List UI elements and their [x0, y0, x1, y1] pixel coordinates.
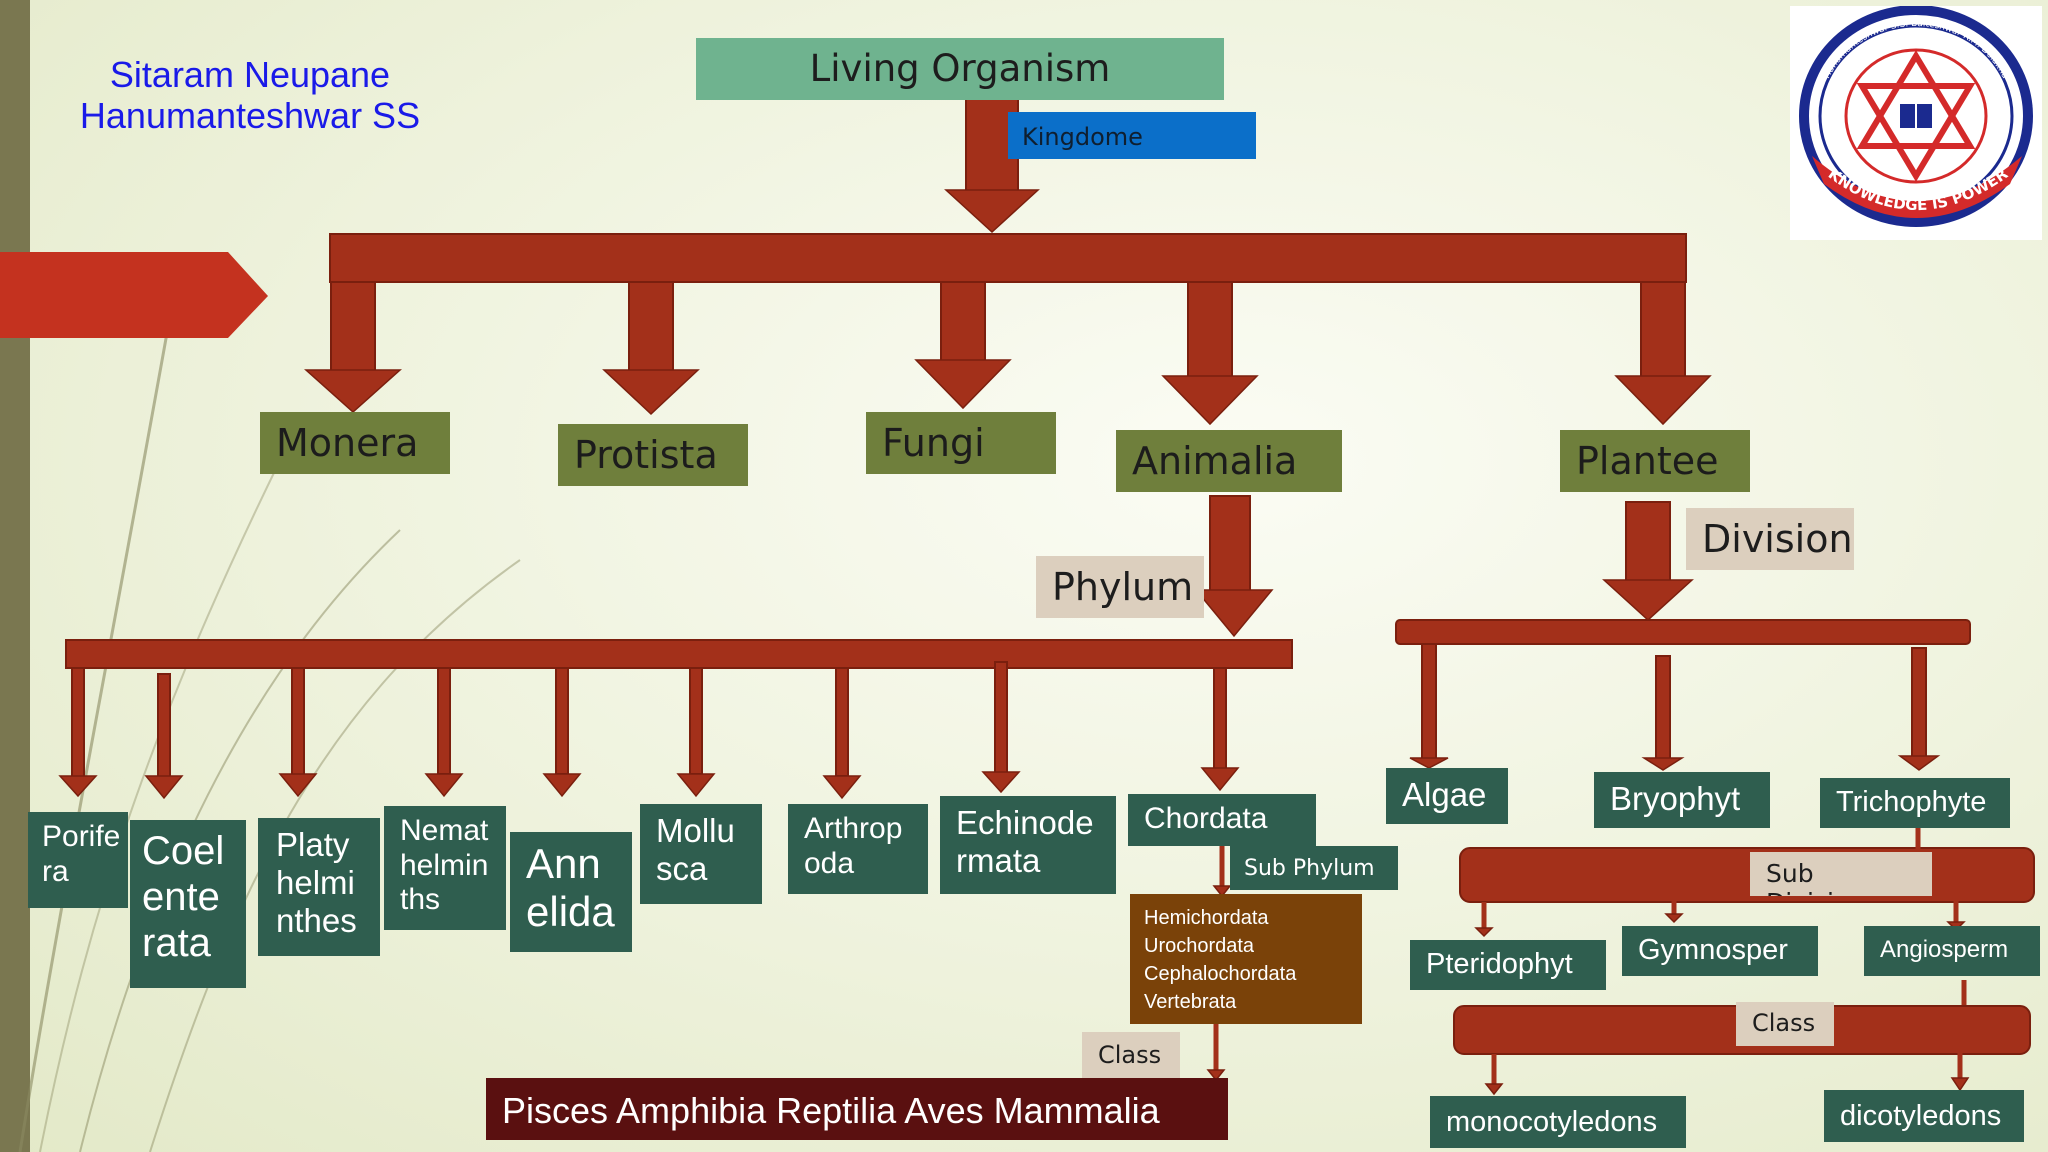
phylum-coelenterata: Coel ente rata: [130, 820, 246, 988]
root-node: Living Organism: [696, 38, 1224, 100]
division-arrows: [1409, 643, 1941, 771]
down-arrow: [1602, 501, 1694, 622]
kingdom-monera: Monera: [260, 412, 450, 474]
down-arrow: [1614, 281, 1712, 426]
sub-phyla-list: Hemichordata Urochordata Cephalochordata…: [1130, 894, 1362, 1024]
school-logo: KNOWLEDGE IS POWER Hanumanteshwar S.S. B…: [1790, 5, 2042, 240]
phylum-label: Phylum: [1036, 556, 1204, 618]
division-algae: Algae: [1386, 768, 1508, 824]
subdivision-connector-bar: [1459, 847, 2035, 903]
angio-class-label: Class: [1736, 1002, 1834, 1046]
phylum-arthropoda: Arthrop oda: [788, 804, 928, 894]
author-credit: Sitaram Neupane Hanumanteshwar SS: [70, 54, 430, 137]
phylum-chordata: Chordata: [1128, 794, 1316, 846]
phylum-echinodermata: Echinode rmata: [940, 796, 1116, 894]
kingdom-fungi: Fungi: [866, 412, 1056, 474]
kingdom-protista: Protista: [558, 424, 748, 486]
division-label: Division: [1686, 508, 1854, 570]
chordata-classes: Pisces Amphibia Reptilia Aves Mammalia: [486, 1078, 1228, 1140]
division-trichophyte: Trichophyte: [1820, 778, 2010, 828]
phylum-annelida: Ann elida: [510, 832, 632, 952]
phylum-arrows: [58, 661, 1240, 800]
class-monocotyledons: monocotyledons: [1430, 1096, 1686, 1148]
down-arrow: [1161, 281, 1259, 426]
phylum-nemathelminths: Nemat helmin ths: [384, 806, 506, 930]
sub-division-gymnosperm: Gymnosper m: [1622, 926, 1818, 976]
sub-division-label: Sub Division: [1750, 852, 1932, 896]
phylum-platyhelminthes: Platy helmi nthes: [258, 818, 380, 956]
phylum-mollusca: Mollu sca: [640, 804, 762, 904]
kingdom-connector-bar: [329, 233, 1687, 283]
phylum-porifera: Porife ra: [28, 812, 128, 908]
kingdome-label: Kingdome: [1008, 112, 1256, 159]
school-name: Hanumanteshwar SS: [79, 95, 421, 137]
class-dicotyledons: dicotyledons: [1824, 1090, 2024, 1142]
sub-phylum-label: Sub Phylum: [1230, 846, 1398, 890]
author-name: Sitaram Neupane: [109, 54, 391, 95]
down-arrow: [602, 281, 700, 416]
kingdom-plantee: Plantee: [1560, 430, 1750, 492]
down-arrow: [304, 281, 402, 414]
division-connector-bar: [1395, 619, 1971, 645]
sub-division-angiosperm: Angiosperm: [1864, 926, 2040, 976]
down-arrow: [914, 281, 1012, 410]
chordata-class-label: Class: [1082, 1032, 1180, 1078]
sub-division-pteridophyta: Pteridophyt e: [1410, 940, 1606, 990]
phylum-connector-bar: [65, 639, 1293, 669]
down-arrow: [1194, 495, 1274, 638]
kingdom-animalia: Animalia: [1116, 430, 1342, 492]
division-bryophyta: Bryophyt a: [1594, 772, 1770, 828]
